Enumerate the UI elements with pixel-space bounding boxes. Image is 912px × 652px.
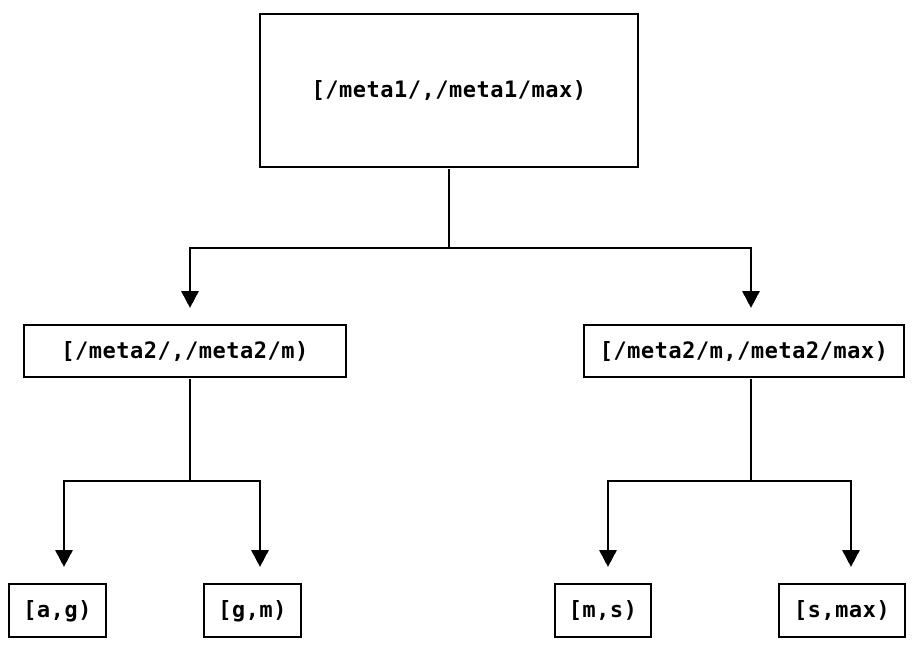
tree-node-root-label: [/meta1/,/meta1/max) bbox=[311, 78, 587, 103]
tree-node-leaf-gm-label: [g,m) bbox=[218, 598, 287, 623]
arrowhead-down-icon bbox=[742, 291, 760, 308]
tree-node-leaf-ag-label: [a,g) bbox=[23, 598, 92, 623]
tree-node-leaf-smax-label: [s,max) bbox=[793, 598, 891, 623]
arrowhead-down-icon bbox=[599, 550, 617, 567]
tree-node-leaf-ms: [m,s) bbox=[554, 583, 652, 638]
tree-node-leaf-ag: [a,g) bbox=[8, 583, 107, 638]
tree-node-leaf-ms-label: [m,s) bbox=[568, 598, 638, 623]
connector-root-to-level2 bbox=[189, 169, 752, 293]
arrowhead-down-icon bbox=[55, 550, 73, 567]
tree-node-leaf-gm: [g,m) bbox=[203, 583, 302, 638]
tree-node-root: [/meta1/,/meta1/max) bbox=[259, 13, 639, 168]
connector-left-to-leaves bbox=[63, 379, 261, 552]
arrowhead-down-icon bbox=[181, 291, 199, 308]
tree-node-leaf-smax: [s,max) bbox=[778, 583, 906, 638]
tree-node-meta2-upper: [/meta2/m,/meta2/max) bbox=[583, 324, 905, 378]
tree-node-meta2-lower-label: [/meta2/,/meta2/m) bbox=[61, 338, 309, 364]
tree-node-meta2-lower: [/meta2/,/meta2/m) bbox=[23, 324, 347, 378]
tree-node-meta2-upper-label: [/meta2/m,/meta2/max) bbox=[599, 338, 889, 364]
arrowhead-down-icon bbox=[842, 550, 860, 567]
arrowhead-down-icon bbox=[251, 550, 269, 567]
connector-right-to-leaves bbox=[607, 379, 852, 552]
